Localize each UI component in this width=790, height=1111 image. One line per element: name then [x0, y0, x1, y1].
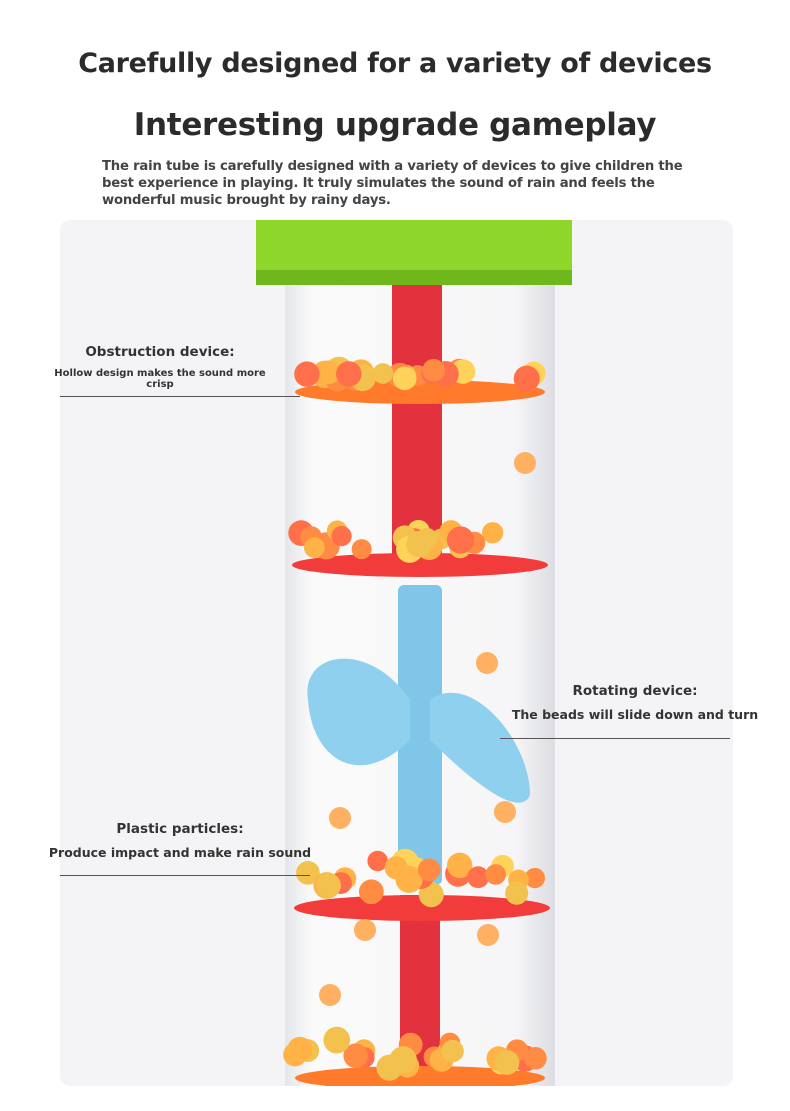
disc-orange-bottom [295, 1066, 545, 1086]
plastic-beads [283, 356, 547, 1081]
bead [367, 850, 388, 872]
callout-text: Hollow design makes the sound more crisp [54, 368, 266, 390]
bead [447, 852, 473, 879]
bead [524, 867, 546, 889]
bead [406, 530, 433, 558]
bead [358, 879, 384, 905]
bead [323, 1026, 351, 1054]
fan-blade-left [307, 658, 410, 766]
bead [481, 522, 504, 544]
callout-line [60, 875, 310, 876]
green-cap [256, 220, 572, 285]
fan-blade-right [430, 692, 530, 803]
bead [389, 1046, 417, 1074]
bead [418, 882, 444, 908]
bead [514, 452, 536, 474]
bead [494, 1050, 520, 1075]
section-title: Carefully designed for a variety of devi… [78, 48, 712, 79]
bead [477, 924, 499, 946]
bead [316, 872, 341, 898]
section-subtitle: Interesting upgrade gameplay [133, 107, 657, 143]
callout-obstruction: Obstruction device: Hollow design makes … [40, 344, 280, 390]
disc-red-2 [294, 895, 550, 921]
bead [351, 539, 372, 560]
bead [494, 801, 516, 823]
fan-shaft [398, 585, 442, 885]
product-description: The rain tube is carefully designed with… [102, 159, 683, 208]
callout-line [60, 396, 300, 397]
callout-text: Produce impact and make rain sound [48, 845, 312, 860]
bead [417, 858, 441, 882]
callout-title: Rotating device: [572, 683, 698, 699]
bead [485, 864, 507, 885]
bead [296, 861, 320, 885]
bead [343, 1043, 368, 1068]
bead [446, 526, 475, 554]
bead [354, 919, 376, 941]
bead [294, 361, 320, 387]
bead [392, 366, 417, 391]
bead [441, 1039, 464, 1063]
disc-red-1 [292, 553, 548, 577]
callout-title: Plastic particles: [116, 821, 244, 837]
bead [505, 881, 529, 905]
bead [372, 363, 394, 384]
bead [524, 1046, 547, 1070]
bead [331, 525, 352, 547]
bead [467, 866, 490, 889]
bead [317, 360, 341, 385]
callout-title: Obstruction device: [85, 344, 235, 360]
bead [384, 856, 408, 880]
bead [476, 652, 498, 674]
bead [336, 361, 362, 387]
bead [303, 537, 325, 558]
bead [329, 807, 351, 829]
callout-particles: Plastic particles: Produce impact and ma… [40, 821, 320, 860]
bead [319, 984, 341, 1006]
bead [513, 365, 540, 392]
callout-text: The beads will slide down and turn [511, 707, 759, 722]
callout-rotating: Rotating device: The beads will slide do… [505, 683, 765, 722]
bead [422, 358, 445, 382]
callout-line [500, 738, 730, 739]
bead [287, 1036, 313, 1062]
